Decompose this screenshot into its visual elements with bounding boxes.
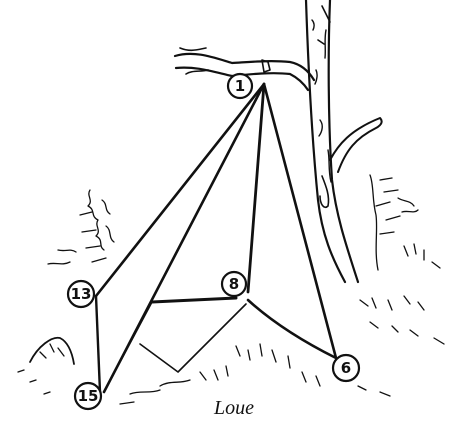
marker-6: 6 xyxy=(333,355,359,381)
tree-trunk xyxy=(306,0,358,282)
marker-8: 8 xyxy=(222,272,246,296)
right-bushes xyxy=(360,175,444,344)
left-bushes xyxy=(48,190,114,264)
caption-text: Loue xyxy=(213,397,254,419)
marker-15: 15 xyxy=(75,383,101,409)
marker-1-label: 1 xyxy=(235,77,245,95)
marker-13: 13 xyxy=(68,281,94,307)
marker-15-label: 15 xyxy=(78,387,99,405)
rock-mound xyxy=(30,338,74,364)
marker-13-label: 13 xyxy=(71,285,92,303)
marker-1: 1 xyxy=(228,74,252,98)
marker-6-label: 6 xyxy=(341,359,351,377)
marker-8-label: 8 xyxy=(229,275,239,293)
tent-outline xyxy=(96,84,336,392)
